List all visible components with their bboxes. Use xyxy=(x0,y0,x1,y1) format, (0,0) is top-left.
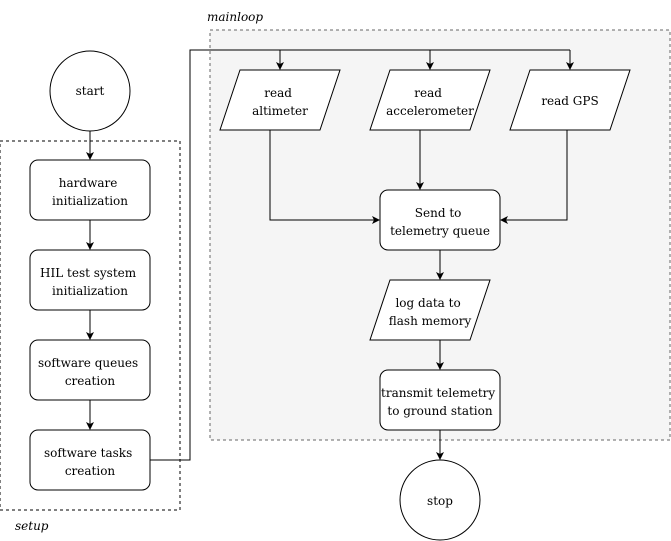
tasks-line1: software tasks xyxy=(44,446,132,460)
queues-line2: creation xyxy=(65,374,116,388)
hardware-init-line1: hardware xyxy=(59,176,118,190)
send-telemetry-line2: telemetry queue xyxy=(390,224,490,238)
read-altimeter-line2: altimeter xyxy=(252,104,308,118)
read-gps-label: read GPS xyxy=(541,94,598,108)
hil-init-line2: initialization xyxy=(52,284,128,298)
stop-terminal xyxy=(399,459,481,541)
node-hil-init: HIL test system initialization xyxy=(29,249,151,311)
node-transmit: transmit telemetry to ground station xyxy=(379,369,501,431)
read-accelerometer-line1: read xyxy=(414,86,442,100)
read-altimeter-line1: read xyxy=(264,86,292,100)
hardware-init-line2: initialization xyxy=(52,194,128,208)
read-accelerometer-shape xyxy=(369,69,491,131)
hardware-init-box xyxy=(29,159,151,221)
read-altimeter-shape xyxy=(219,69,341,131)
hardware-init-text: hardware initialization xyxy=(52,176,128,208)
edges xyxy=(86,49,574,461)
send-telemetry-text: Send to telemetry queue xyxy=(390,206,490,238)
setup-label: setup xyxy=(15,519,49,533)
log-data-text: log data to flash memory xyxy=(389,296,472,328)
transmit-line2: to ground station xyxy=(387,404,492,418)
node-read-gps: read GPS xyxy=(509,69,631,131)
send-telemetry-box xyxy=(379,189,501,251)
hil-init-box xyxy=(29,249,151,311)
start-terminal xyxy=(49,50,131,132)
node-queues: software queues creation xyxy=(29,339,151,401)
node-start: start xyxy=(49,50,131,132)
transmit-box xyxy=(379,369,501,431)
node-read-altimeter: read altimeter xyxy=(219,69,341,131)
node-tasks: software tasks creation xyxy=(29,429,151,491)
hil-init-text: HIL test system initialization xyxy=(40,266,140,298)
node-read-accelerometer: read accelerometer xyxy=(369,69,491,131)
node-log-data: log data to flash memory xyxy=(369,279,491,341)
node-hardware-init: hardware initialization xyxy=(29,159,151,221)
tasks-line2: creation xyxy=(65,464,116,478)
log-data-line2: flash memory xyxy=(389,314,472,328)
log-data-shape xyxy=(369,279,491,341)
read-accelerometer-text: read accelerometer xyxy=(386,86,474,118)
log-data-line1: log data to xyxy=(395,296,460,310)
tasks-box xyxy=(29,429,151,491)
start-label: start xyxy=(76,84,105,98)
edge-tasks-mainloop xyxy=(150,49,570,461)
queues-box xyxy=(29,339,151,401)
transmit-line1: transmit telemetry xyxy=(381,386,495,400)
send-telemetry-line1: Send to xyxy=(415,206,462,220)
read-gps-shape xyxy=(509,69,631,131)
node-send-telemetry: Send to telemetry queue xyxy=(379,189,501,251)
mainloop-label: mainloop xyxy=(207,10,263,24)
queues-line1: software queues xyxy=(38,356,138,370)
read-altimeter-text: read altimeter xyxy=(252,86,308,118)
stop-label: stop xyxy=(427,494,453,508)
hil-init-line1: HIL test system xyxy=(40,266,137,280)
node-stop: stop xyxy=(399,459,481,541)
transmit-text: transmit telemetry to ground station xyxy=(381,386,499,418)
edge-altimeter-send xyxy=(269,130,380,224)
queues-text: software queues creation xyxy=(38,356,142,388)
tasks-text: software tasks creation xyxy=(44,446,136,478)
edge-gps-send xyxy=(500,130,568,224)
read-accelerometer-line2: accelerometer xyxy=(386,104,474,118)
